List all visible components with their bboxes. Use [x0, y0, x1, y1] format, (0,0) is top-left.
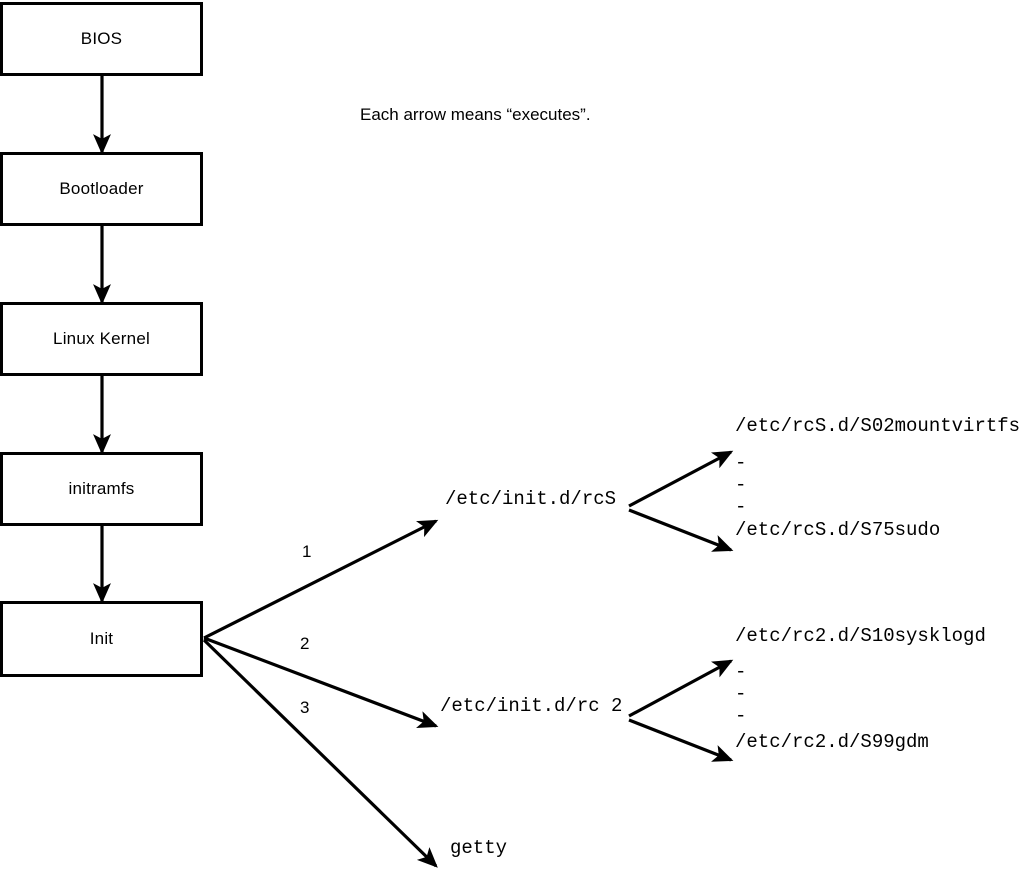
arrow-rcs-to-s75sudo	[628, 508, 734, 552]
node-linux-kernel[interactable]: Linux Kernel	[0, 302, 203, 376]
ellipsis-dash: -	[735, 661, 747, 683]
arrow-init-to-getty	[202, 638, 438, 868]
arrow-init-to-rc2	[203, 636, 439, 729]
node-bios-label: BIOS	[80, 29, 123, 48]
node-initramfs-label: initramfs	[68, 479, 135, 498]
node-bootloader-label: Bootloader	[59, 179, 144, 198]
ellipsis-dash: -	[735, 474, 747, 496]
label-etc-init-d-rcs[interactable]: /etc/init.d/rcS	[445, 488, 617, 510]
label-etc-rc2-d-s10sysklogd[interactable]: /etc/rc2.d/S10sysklogd	[735, 625, 986, 647]
arrow-rc2-to-s10sysklogd	[628, 659, 734, 718]
edge-label-1: 1	[302, 542, 312, 561]
ellipsis-dash: -	[735, 452, 747, 474]
label-etc-rcs-d-s02mountvirtfs[interactable]: /etc/rcS.d/S02mountvirtfs	[735, 415, 1021, 437]
arrow-rc2-to-s99gdm	[628, 718, 734, 762]
label-etc-rc2-d-s99gdm[interactable]: /etc/rc2.d/S99gdm	[735, 731, 929, 753]
label-getty[interactable]: getty	[450, 837, 508, 859]
edge-label-3: 3	[300, 698, 310, 717]
node-initramfs[interactable]: initramfs	[0, 452, 203, 526]
ellipsis-dash: -	[735, 683, 747, 705]
edge-label-2: 2	[300, 634, 310, 653]
node-bios[interactable]: BIOS	[0, 2, 203, 76]
node-bootloader[interactable]: Bootloader	[0, 152, 203, 226]
arrow-init-to-rcs	[203, 519, 439, 640]
legend-note: Each arrow means “executes”.	[360, 105, 591, 124]
arrow-rcs-to-s02mountvirtfs	[628, 450, 734, 508]
ellipsis-dash: -	[735, 496, 747, 518]
label-etc-init-d-rc-2[interactable]: /etc/init.d/rc 2	[440, 695, 623, 717]
label-etc-rcs-d-s75sudo[interactable]: /etc/rcS.d/S75sudo	[735, 519, 941, 541]
node-linux-kernel-label: Linux Kernel	[53, 329, 150, 348]
node-init-label: Init	[89, 629, 114, 648]
node-init[interactable]: Init	[0, 601, 203, 677]
ellipsis-dash: -	[735, 705, 747, 727]
